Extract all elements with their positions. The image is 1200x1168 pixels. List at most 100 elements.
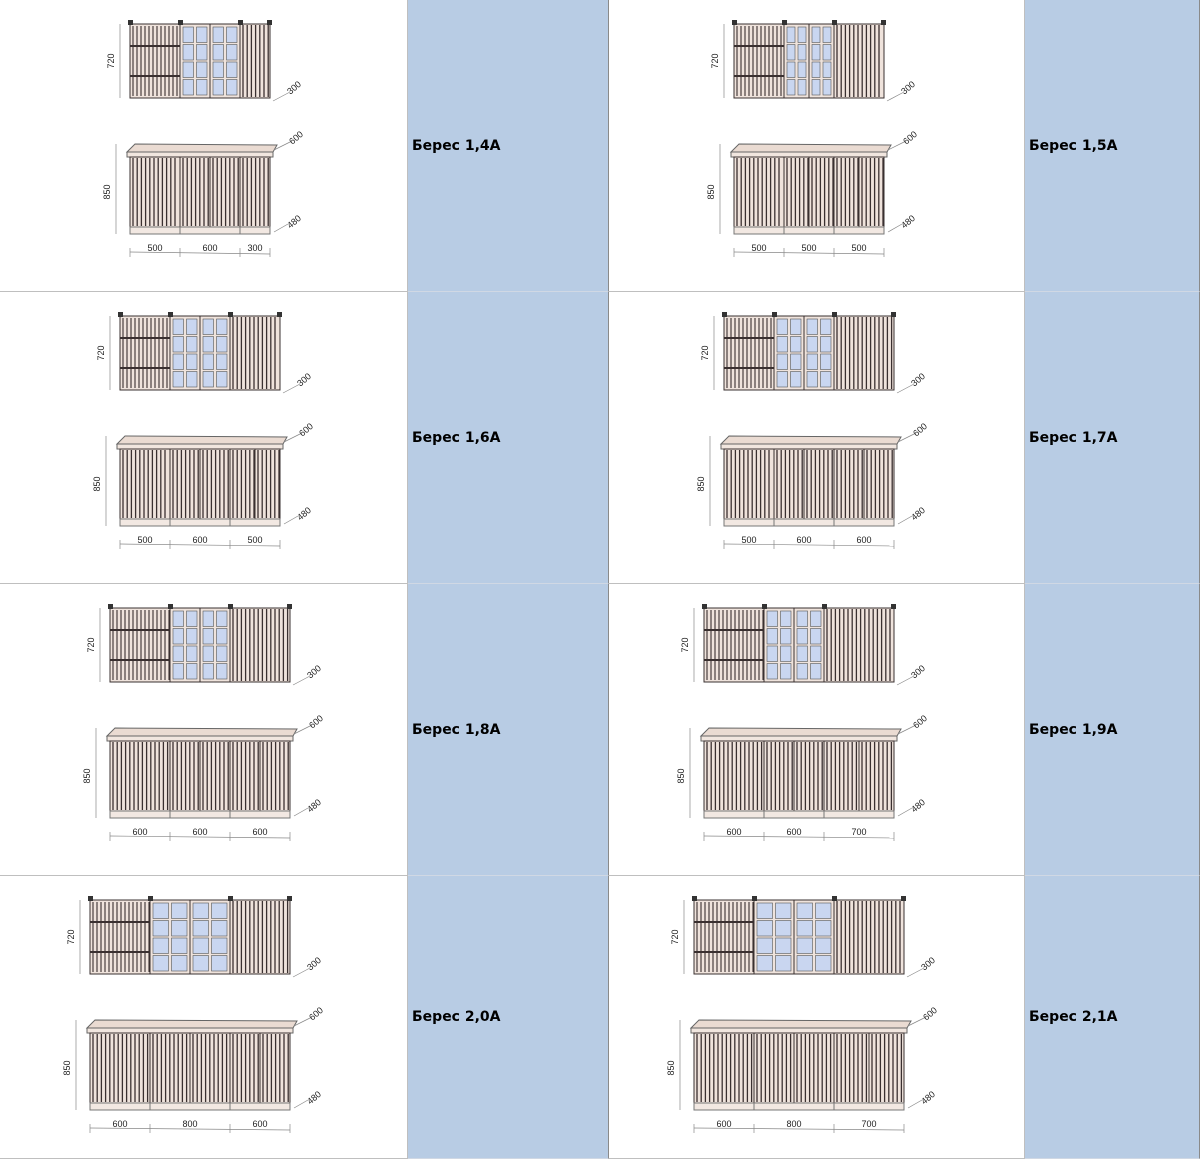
lower-cabinets bbox=[105, 727, 298, 819]
glass-pane bbox=[810, 663, 822, 680]
glass-pane bbox=[822, 26, 832, 43]
glass-pane bbox=[780, 610, 792, 627]
glass-pane bbox=[756, 902, 773, 919]
hinge-knob bbox=[832, 896, 837, 901]
door-panel bbox=[723, 448, 775, 520]
glass-pane bbox=[811, 26, 821, 43]
upper-cabinets bbox=[108, 604, 292, 683]
glass-pane bbox=[797, 79, 807, 96]
hinge-knob bbox=[722, 312, 727, 317]
plinth bbox=[733, 226, 785, 235]
hinge-knob bbox=[178, 20, 183, 25]
glass-pane bbox=[172, 645, 184, 662]
dimension-line bbox=[292, 967, 311, 978]
glass-pane bbox=[822, 44, 832, 61]
glass-pane bbox=[202, 336, 214, 353]
hinge-knob bbox=[901, 896, 906, 901]
dimension-line bbox=[273, 141, 291, 151]
open-shelf-cabinet bbox=[733, 23, 785, 99]
dimension-line bbox=[292, 675, 311, 686]
glass-pane bbox=[790, 353, 802, 370]
module-width-label: 600 bbox=[192, 535, 207, 545]
plinth bbox=[129, 226, 181, 235]
glass-pane bbox=[172, 663, 184, 680]
dimension-line bbox=[283, 515, 299, 525]
dimension-line bbox=[293, 1017, 311, 1027]
glass-pane bbox=[797, 26, 807, 43]
door-panel bbox=[129, 156, 181, 228]
open-shelf-cabinet bbox=[89, 899, 151, 975]
glass-pane bbox=[202, 645, 214, 662]
module-width-label: 500 bbox=[751, 243, 766, 253]
plinth-depth-label: 480 bbox=[305, 797, 323, 814]
glass-pane bbox=[202, 353, 214, 370]
dimension-line bbox=[897, 725, 915, 735]
glass-pane bbox=[172, 371, 184, 388]
glass-pane bbox=[202, 610, 214, 627]
door-panel bbox=[833, 156, 860, 228]
hinge-knob bbox=[128, 20, 133, 25]
hinge-knob bbox=[168, 604, 173, 609]
upper-height-label: 720 bbox=[96, 345, 106, 360]
upper-depth-label: 300 bbox=[909, 663, 927, 680]
upper-height-label: 720 bbox=[106, 53, 116, 68]
plinth bbox=[833, 226, 885, 235]
lower-depth-label: 600 bbox=[911, 421, 929, 438]
module-width-label: 600 bbox=[252, 827, 267, 837]
plinth bbox=[763, 810, 825, 819]
glass-pane bbox=[216, 628, 228, 645]
glass-pane bbox=[172, 353, 184, 370]
module-width-label: 600 bbox=[132, 827, 147, 837]
glass-pane bbox=[226, 79, 238, 96]
dimension-line bbox=[907, 1099, 923, 1109]
dimension-line bbox=[907, 1017, 925, 1027]
glass-pane bbox=[172, 336, 184, 353]
glass-pane bbox=[820, 336, 832, 353]
lower-cabinets bbox=[125, 143, 278, 235]
lower-depth-label: 600 bbox=[901, 129, 919, 146]
glass-pane bbox=[216, 645, 228, 662]
glass-pane bbox=[815, 902, 832, 919]
plinth-depth-label: 480 bbox=[919, 1089, 937, 1106]
upper-cabinets bbox=[702, 604, 896, 683]
glass-pane bbox=[820, 371, 832, 388]
countertop bbox=[719, 435, 902, 445]
door-panel bbox=[703, 740, 765, 812]
module-width-label: 700 bbox=[861, 1119, 876, 1129]
glass-pane bbox=[152, 955, 169, 972]
hinge-knob bbox=[118, 312, 123, 317]
glass-pane bbox=[192, 902, 209, 919]
hinge-knob bbox=[891, 604, 896, 609]
glass-pane bbox=[211, 920, 228, 937]
hinge-knob bbox=[832, 20, 837, 25]
dimension-line bbox=[897, 807, 913, 817]
plinth bbox=[119, 518, 171, 527]
glass-pane bbox=[790, 318, 802, 335]
glass-pane bbox=[216, 336, 228, 353]
door-panel bbox=[693, 1032, 755, 1104]
dimension-line bbox=[897, 433, 915, 443]
kit-name: Берес 1,4А bbox=[412, 137, 501, 154]
dimension-line bbox=[723, 543, 895, 547]
door-panel bbox=[89, 1032, 151, 1104]
module-width-label: 600 bbox=[856, 535, 871, 545]
hinge-knob bbox=[277, 312, 282, 317]
upper-cabinets bbox=[722, 312, 896, 391]
kit-name-cell: Берес 1,6А bbox=[408, 292, 609, 584]
kit-name: Берес 1,9А bbox=[1029, 721, 1118, 738]
upper-height-label: 720 bbox=[670, 929, 680, 944]
plinth bbox=[169, 518, 231, 527]
glass-pane bbox=[820, 353, 832, 370]
lower-height-label: 850 bbox=[706, 184, 716, 199]
glass-pane bbox=[806, 318, 818, 335]
